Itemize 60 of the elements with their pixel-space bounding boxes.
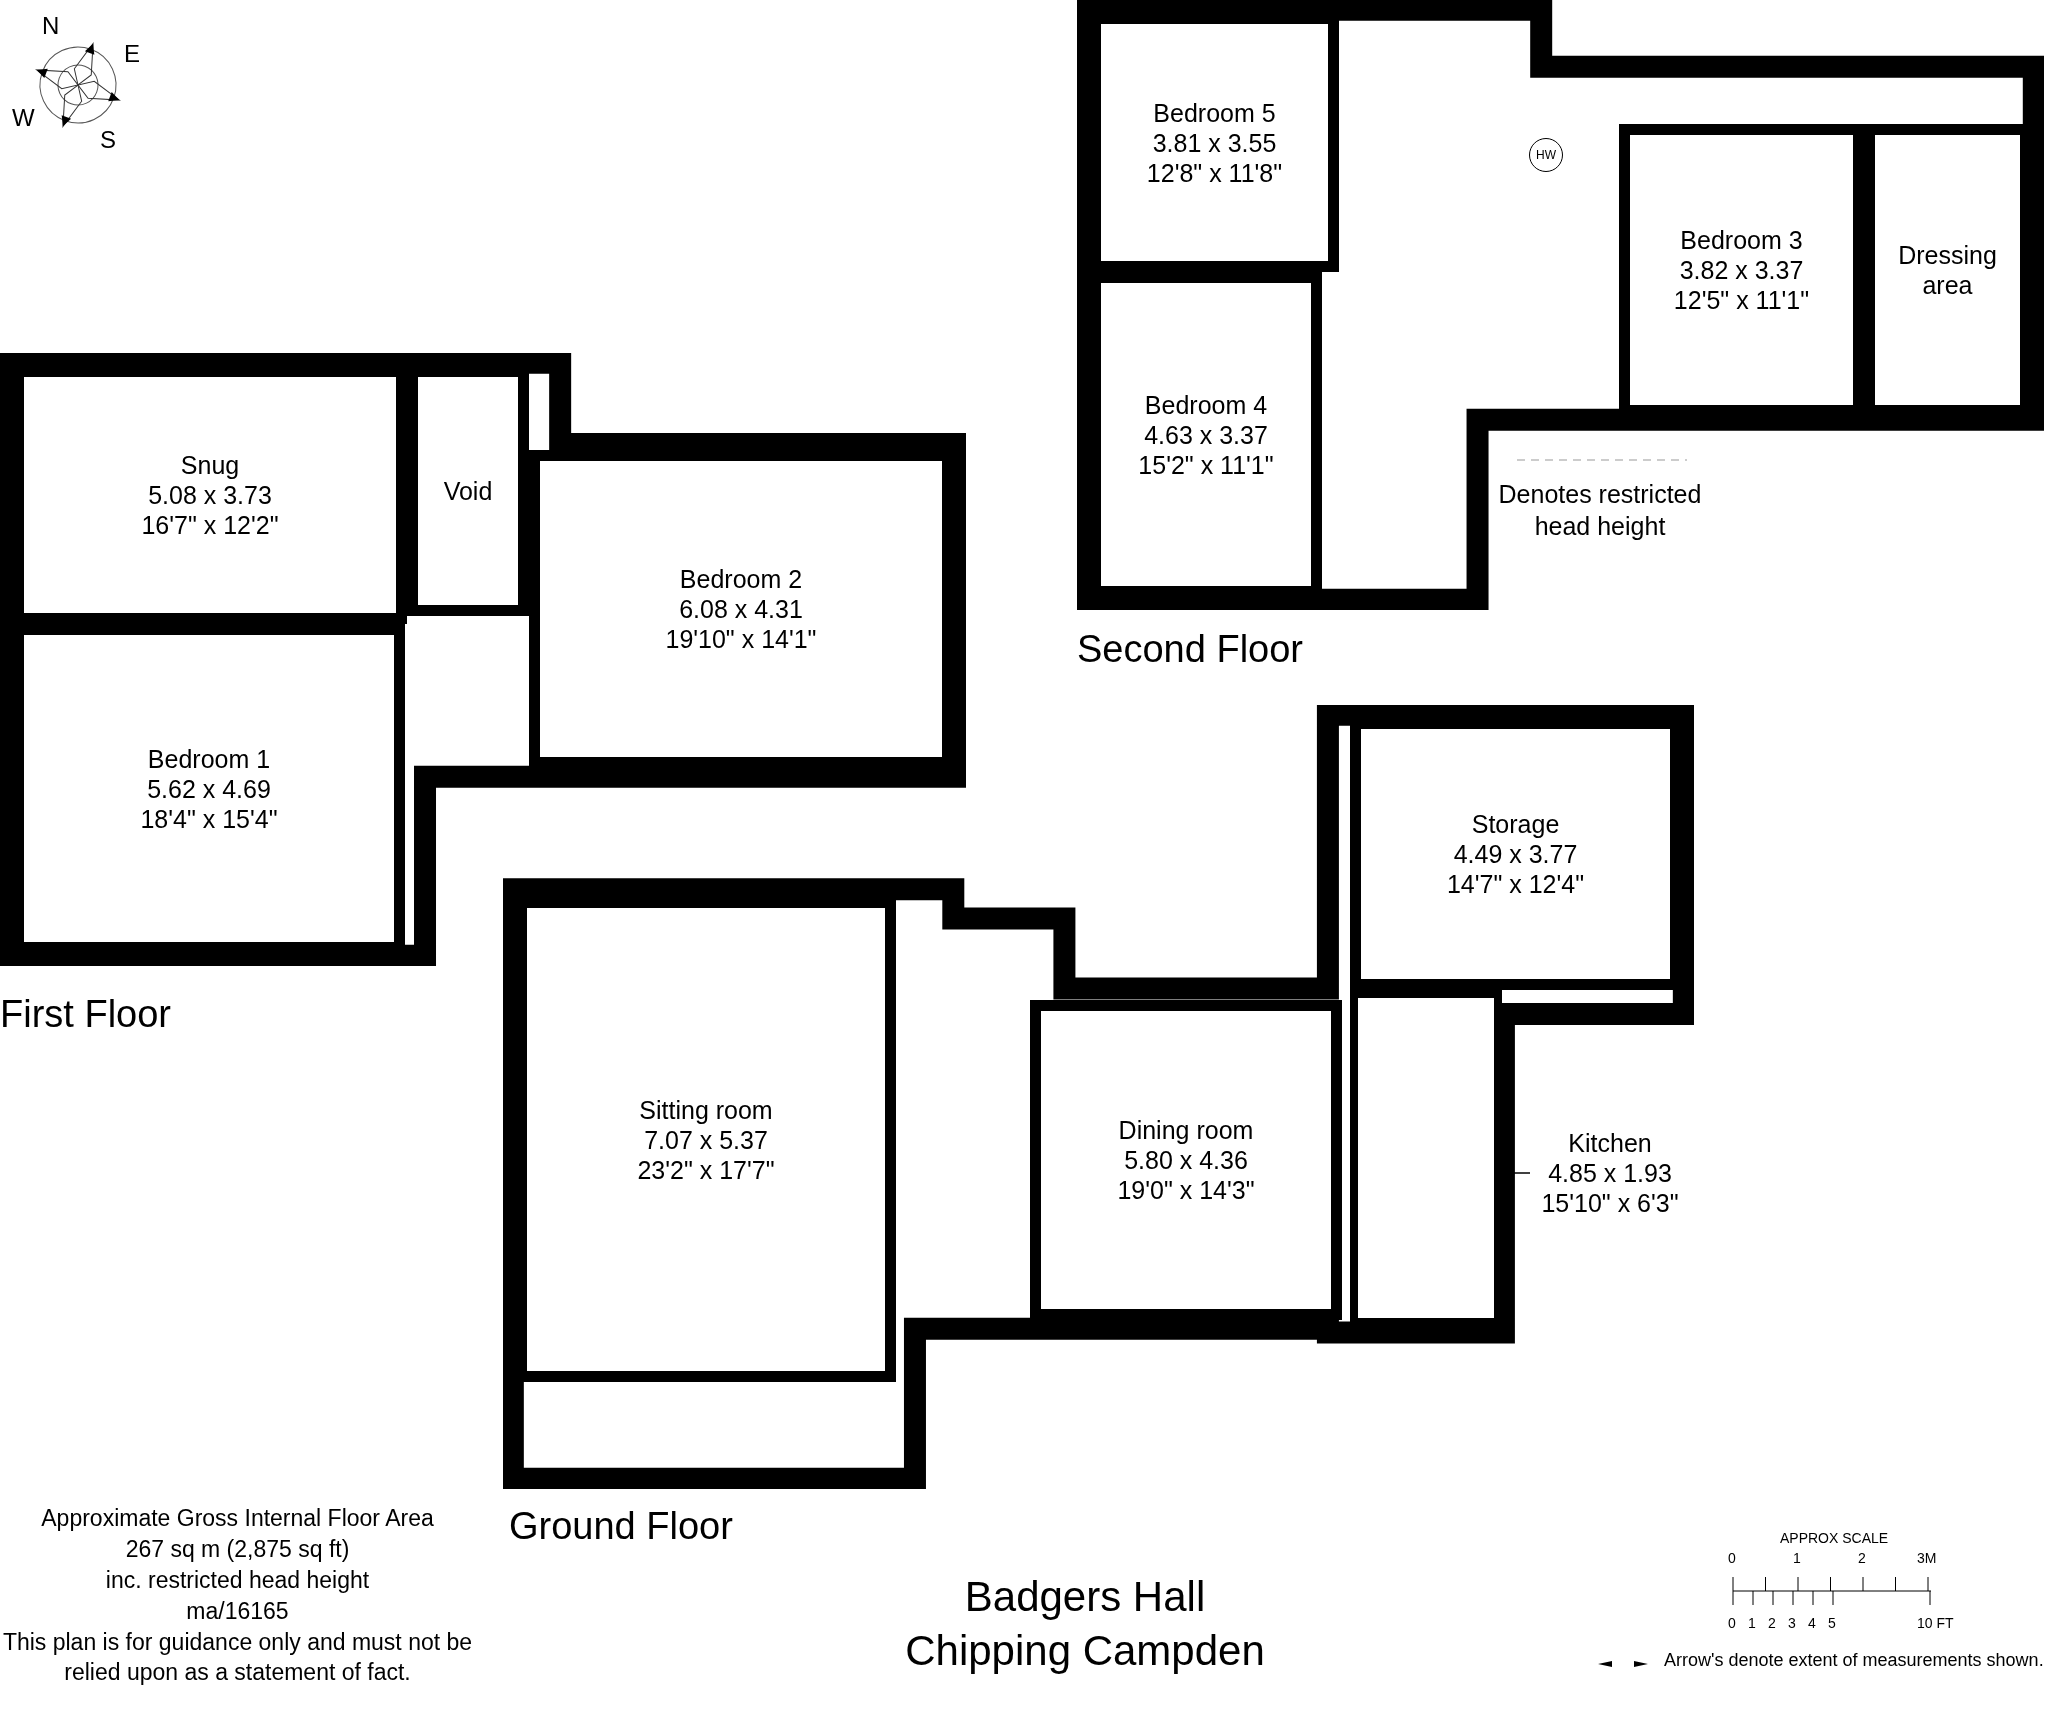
room-dimensions: 7.07 x 5.37 [644, 1124, 768, 1155]
compass-letter: W [12, 104, 35, 132]
room-name: Bedroom 3 [1680, 225, 1803, 255]
compass-letter: E [124, 40, 140, 68]
room-dimensions: 5.62 x 4.69 [147, 773, 271, 804]
room-name: Storage [1471, 809, 1560, 839]
room-dimensions: 12'8" x 11'8" [1146, 157, 1283, 188]
scale-number: 3M [1917, 1550, 1937, 1566]
room-name: Dining room [1118, 1115, 1254, 1145]
room-dimensions: 15'10" x 6'3" [1541, 1188, 1679, 1218]
compass-letter: S [100, 126, 116, 154]
scale-number: 2 [1768, 1615, 1776, 1631]
legend-text: Denotes restricted head height [1497, 479, 1703, 542]
room-name: Kitchen [1568, 1128, 1652, 1158]
room-dimensions: 4.63 x 3.37 [1144, 419, 1268, 450]
room-dimensions: 5.80 x 4.36 [1124, 1145, 1248, 1175]
compass-letter: N [42, 12, 60, 40]
room-dimensions: 5.08 x 3.73 [148, 480, 272, 510]
room-name: Dressing area [1897, 240, 1998, 300]
floor-heading: Ground Floor [509, 1505, 733, 1548]
room-dimensions: 15'2" x 11'1" [1138, 449, 1274, 480]
room [1030, 1000, 1342, 1320]
room-name: Bedroom 5 [1153, 97, 1276, 128]
room-dimensions: 18'4" x 15'4" [140, 803, 278, 834]
scale-number: 1 [1748, 1615, 1756, 1631]
room-dimensions: 4.49 x 3.77 [1453, 839, 1578, 869]
room-dimensions: 4.85 x 1.93 [1548, 1158, 1672, 1188]
room-dimensions: 19'10" x 14'1" [665, 624, 817, 654]
room-name: Sitting room [639, 1094, 773, 1125]
room-dimensions: 12'5" x 11'1" [1673, 285, 1810, 315]
note-text: inc. restricted head height [104, 1566, 371, 1595]
room-name: Bedroom 1 [147, 743, 271, 774]
floor-heading: First Floor [0, 993, 171, 1036]
room-dimensions: 6.08 x 4.31 [679, 594, 803, 624]
floor-heading: Second Floor [1077, 628, 1303, 671]
room-name: Void [443, 476, 493, 506]
note-text: ma/16165 [185, 1597, 290, 1626]
room-dimensions: 3.81 x 3.55 [1152, 127, 1277, 158]
scale-number: 0 [1728, 1550, 1736, 1566]
room-dimensions: 23'2" x 17'7" [637, 1154, 775, 1185]
scale-number: 4 [1808, 1615, 1816, 1631]
room-name: Bedroom 4 [1144, 389, 1268, 420]
scale-number: 5 [1828, 1615, 1836, 1631]
room-dimensions: 3.82 x 3.37 [1679, 255, 1804, 285]
scale-number: 0 [1728, 1615, 1736, 1631]
plan-title: Badgers Hall Chipping Campden [904, 1572, 1266, 1676]
scale-number: 3 [1788, 1615, 1796, 1631]
room-dimensions: 19'0" x 14'3" [1117, 1175, 1255, 1205]
room-name: Bedroom 2 [679, 564, 803, 594]
scale-number: 2 [1858, 1550, 1866, 1566]
note-text: 267 sq m (2,875 sq ft) [124, 1535, 351, 1564]
room-dimensions: 16'7" x 12'2" [141, 510, 279, 540]
room-name: Snug [180, 450, 240, 480]
room-dimensions: 14'7" x 12'4" [1446, 869, 1585, 899]
note-text: This plan is for guidance only and must not be relied upon as a statement of fact. [1, 1628, 474, 1687]
scale-number: 10 FT [1917, 1615, 1954, 1631]
note-text: Approximate Gross Internal Floor Area [40, 1504, 435, 1533]
scale-number: 1 [1793, 1550, 1801, 1566]
scale-title: APPROX SCALE [1780, 1530, 1889, 1546]
legend-text: Arrow's denote extent of measurements shown. [1664, 1650, 2044, 1671]
